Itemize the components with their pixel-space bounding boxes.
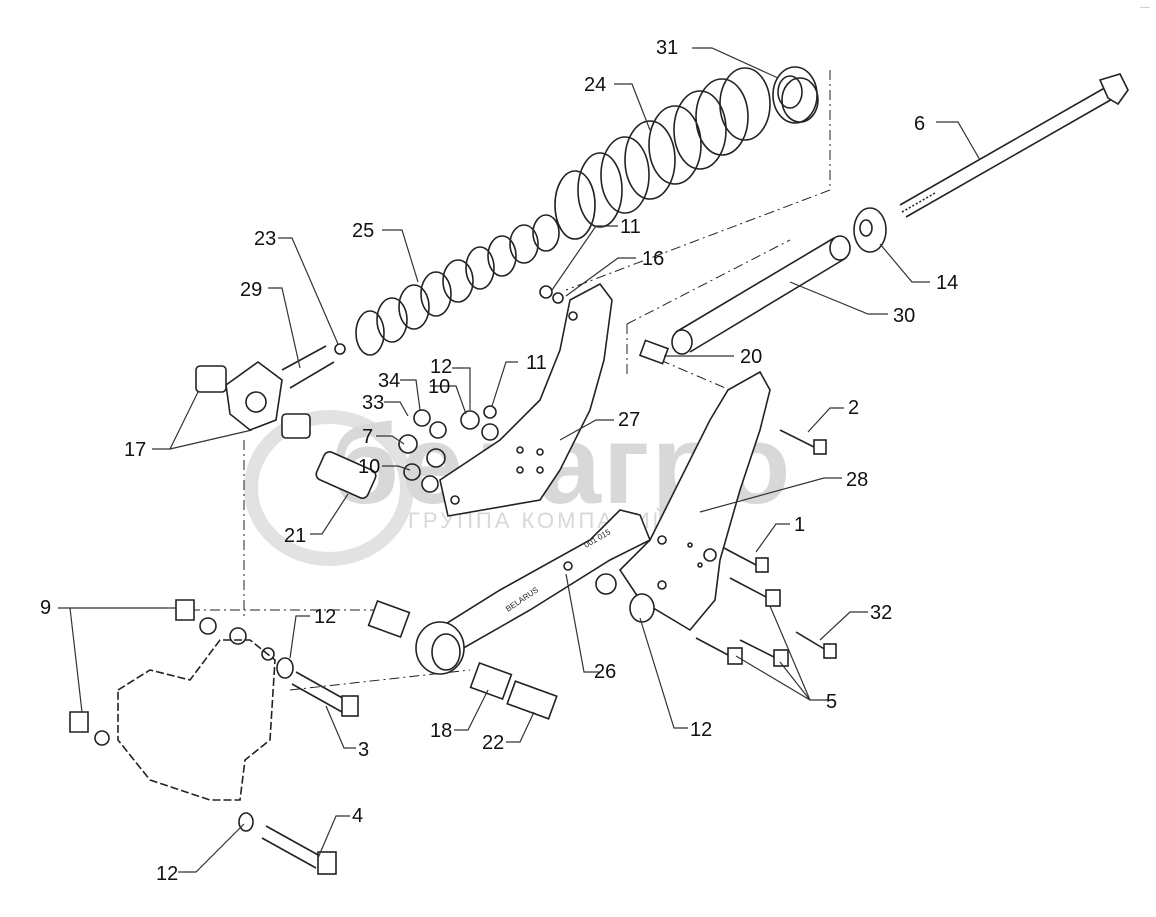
callout: 18 [430,720,453,742]
callout: 3 [358,739,370,761]
bolt-3 [276,657,359,717]
callout: 28 [846,469,869,491]
callout: 6 [914,113,926,135]
long-bolt-6 [899,73,1129,218]
tube-30 [671,235,851,355]
callout: 7 [362,426,374,448]
bushing-left [367,599,411,639]
base-bracket [69,599,276,801]
construction-lines [190,70,831,691]
callout: 24 [584,74,607,96]
callout: 10 [428,376,451,398]
callout: 20 [740,346,763,368]
callout: 29 [240,279,263,301]
callout: 12 [690,719,713,741]
callout: 12 [430,356,453,378]
sleeve-21 [315,451,377,499]
ball-23 [334,343,346,355]
callout: 34 [378,370,401,392]
callout: 10 [358,456,381,478]
spring-seat-31 [772,66,819,124]
callout: 32 [870,602,893,624]
bolts-right [629,429,837,667]
callout: 5 [826,691,838,713]
callout: 12 [156,863,179,885]
callout: 26 [594,661,617,683]
callout: 25 [352,220,375,242]
callout: 14 [936,272,959,294]
bracket-27 [439,282,613,517]
corner-mark: — [1140,2,1150,13]
bushing-18 [469,661,513,701]
callout: 21 [284,525,307,547]
plate-28 [618,370,771,632]
callout: 11 [526,352,547,374]
bushing-22 [506,680,558,720]
callout: 22 [482,732,505,754]
pivot-housing-29 [225,345,335,431]
callout: 4 [352,805,364,827]
callout: 17 [124,439,147,461]
arm-26 [415,509,652,675]
callout: 16 [642,248,665,270]
callout: 2 [848,397,860,419]
bolt-4 [238,812,337,875]
hardware-cluster [398,285,564,493]
leader-lines [58,47,981,873]
callout: 23 [254,228,277,250]
callout: 12 [314,606,337,628]
callout: 9 [40,597,52,619]
small-spring-25 [355,214,560,356]
callout: 33 [362,392,385,414]
callout: 31 [656,37,679,59]
callout: 27 [618,409,641,431]
callout: 1 [794,514,806,536]
bushing-17 [195,365,311,439]
large-spring-24 [554,67,771,240]
callout: 11 [620,216,641,238]
callout: 30 [893,305,916,327]
bushing-20 [638,339,670,365]
washer-14 [853,207,887,253]
